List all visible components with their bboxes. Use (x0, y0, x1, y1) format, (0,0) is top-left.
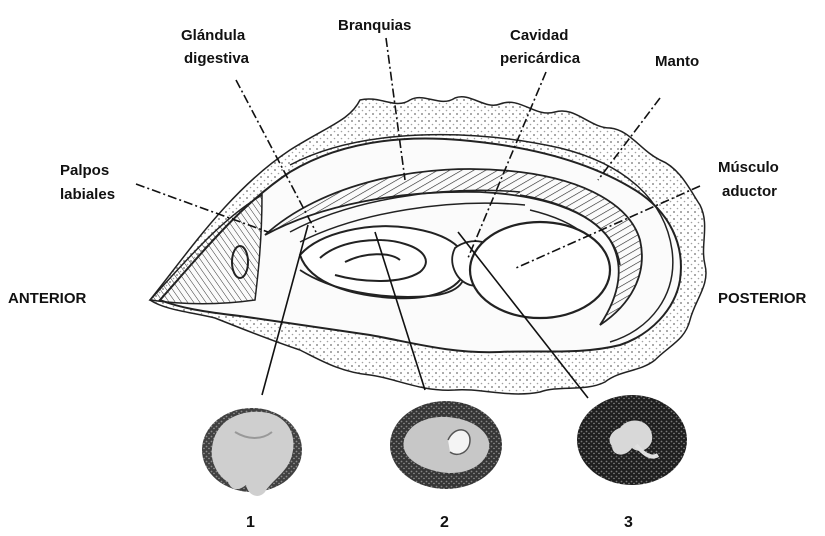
section-number-2: 2 (440, 514, 449, 531)
label-musculo-aductor-2: aductor (722, 183, 777, 200)
oyster-body (150, 97, 706, 394)
label-anterior: ANTERIOR (8, 290, 87, 307)
label-glandula-digestiva-2: digestiva (184, 50, 250, 67)
section-number-3: 3 (624, 514, 633, 531)
label-cavidad-pericardica-1: Cavidad (510, 27, 568, 44)
label-palpos-labiales-2: labiales (60, 186, 115, 203)
cross-section-3 (577, 395, 687, 485)
adductor-muscle (470, 222, 610, 318)
label-branquias: Branquias (338, 17, 411, 34)
label-cavidad-pericardica-2: pericárdica (500, 50, 581, 67)
label-musculo-aductor-1: Músculo (718, 159, 779, 176)
label-manto: Manto (655, 53, 699, 70)
label-palpos-labiales-1: Palpos (60, 162, 109, 179)
section-number-1: 1 (246, 514, 255, 531)
label-posterior: POSTERIOR (718, 290, 807, 307)
cross-section-1 (202, 408, 302, 496)
cross-section-2 (390, 401, 502, 489)
label-glandula-digestiva-1: Glándula (181, 27, 246, 44)
